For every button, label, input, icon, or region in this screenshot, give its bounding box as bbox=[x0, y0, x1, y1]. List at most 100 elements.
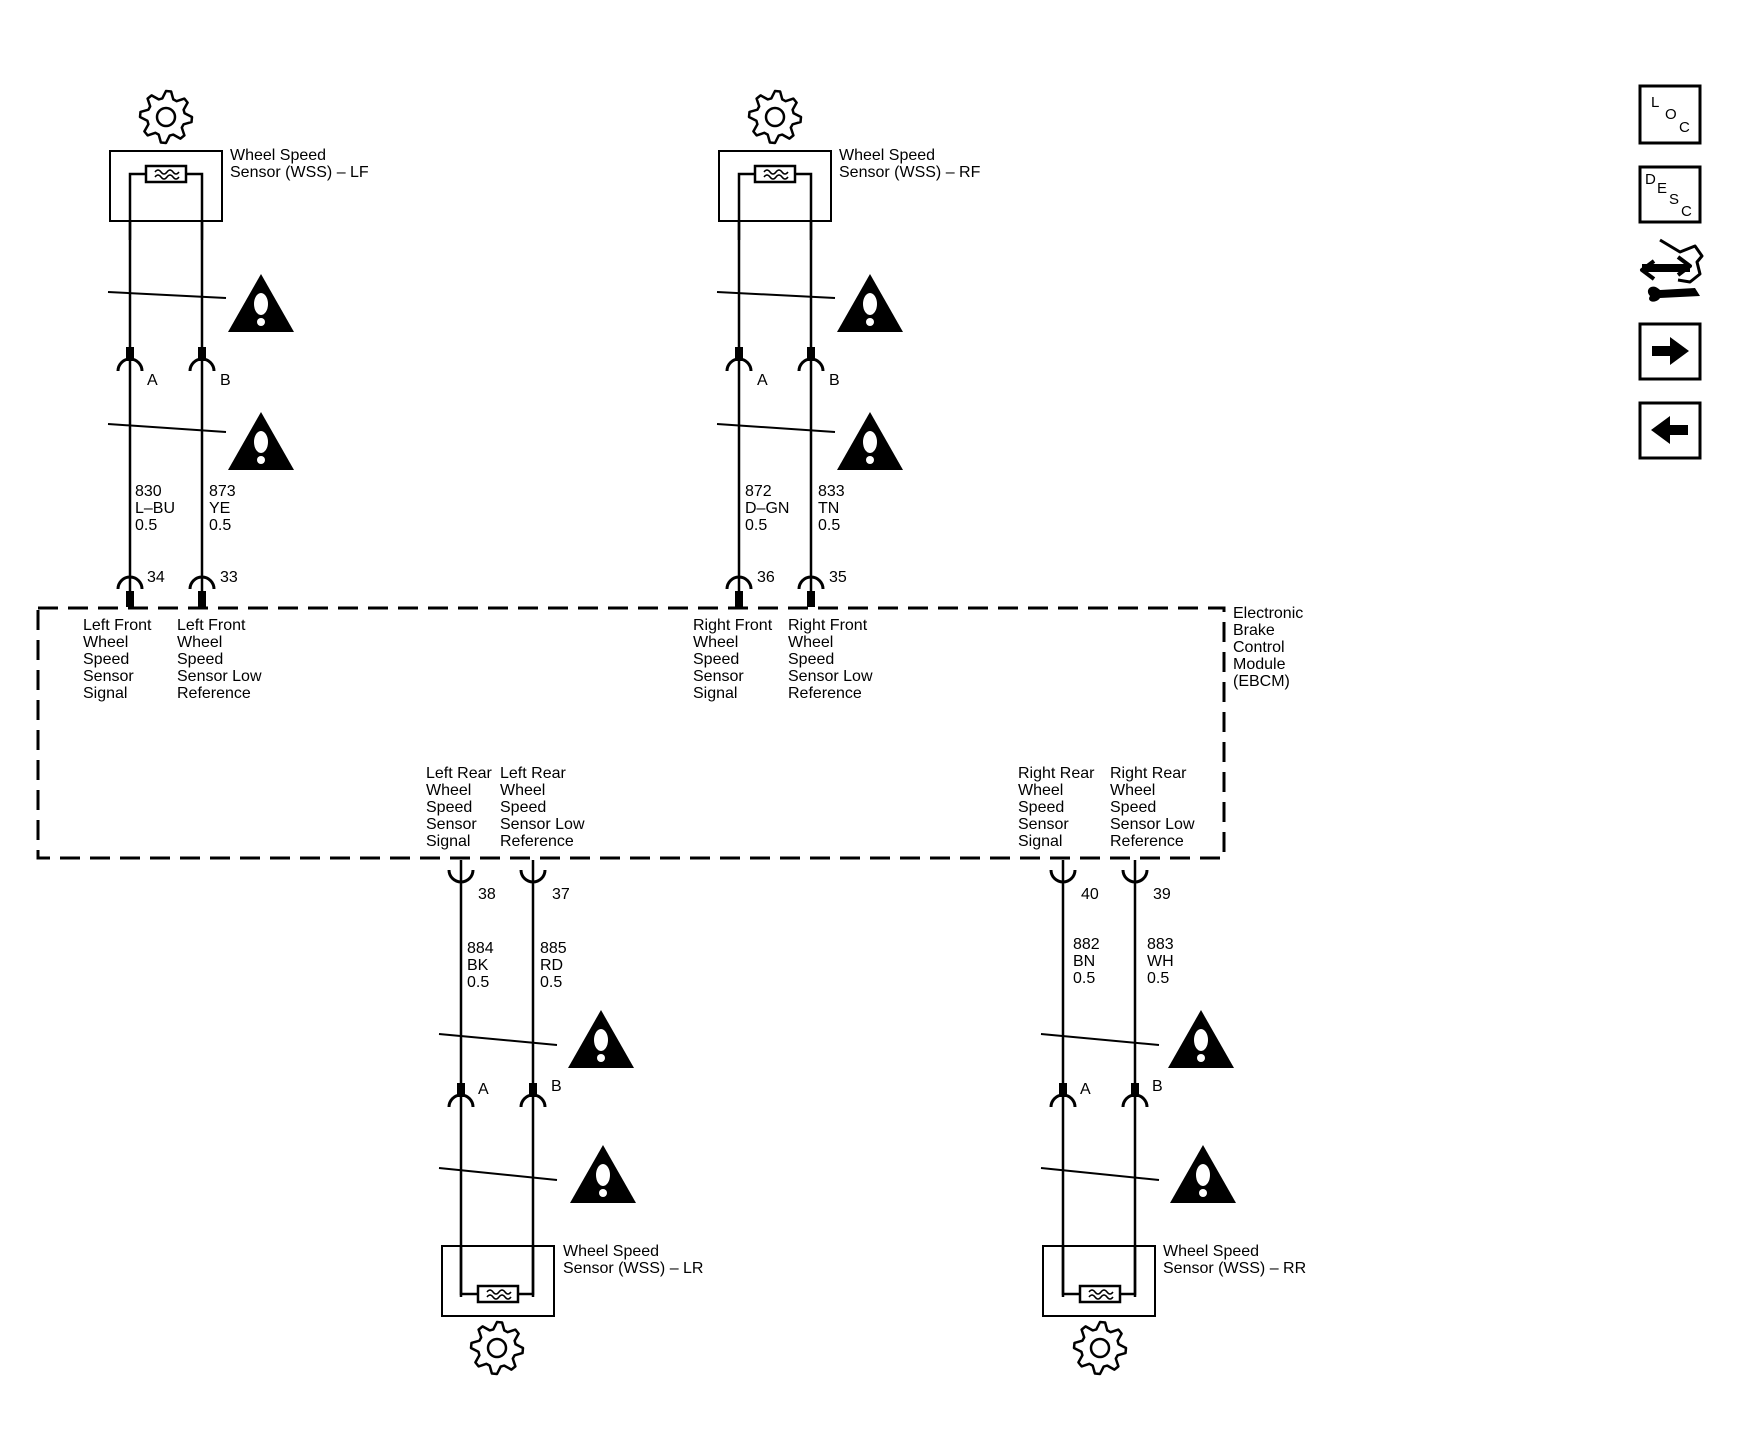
connector-icon bbox=[725, 347, 753, 372]
pin-terminal-icon bbox=[519, 869, 547, 884]
pin-label-lr-low-ref: Left Rear Wheel Speed Sensor Low Referen… bbox=[500, 765, 589, 850]
lf-sensor-box bbox=[109, 150, 223, 222]
pin-label-rr-low-ref: Right Rear Wheel Speed Sensor Low Refere… bbox=[1110, 765, 1199, 850]
lr-sensor-loop bbox=[459, 1246, 535, 1296]
lf-a-pin-number: 34 bbox=[147, 569, 165, 586]
connector-icon bbox=[1121, 1083, 1149, 1108]
rf-sensor-loop bbox=[737, 172, 813, 240]
rr-a-circuit-info: 882 BN 0.5 bbox=[1073, 936, 1104, 987]
lr-sensor-branch: 38 37 884 BK 0.5 885 RD 0.5 A B Wheel Sp… bbox=[438, 860, 703, 1376]
desc-button-frame bbox=[1638, 165, 1702, 224]
loc-button-frame bbox=[1638, 84, 1702, 145]
sensor-element-icon bbox=[476, 1284, 520, 1304]
pin-labels: Left Front Wheel Speed Sensor Signal Lef… bbox=[83, 617, 1199, 850]
gear-icon bbox=[747, 89, 803, 145]
pin-terminal-icon bbox=[725, 575, 753, 607]
lr-a-pin-number: 38 bbox=[478, 886, 496, 903]
pin-terminal-icon bbox=[1121, 869, 1149, 884]
arrow-left-icon bbox=[1651, 416, 1688, 444]
rr-conn-b-label: B bbox=[1152, 1078, 1163, 1095]
loc-icon: L O C bbox=[1651, 94, 1690, 136]
connector-icon bbox=[188, 347, 216, 372]
rr-b-pin-number: 39 bbox=[1153, 886, 1171, 903]
lf-sensor-loop bbox=[128, 172, 204, 240]
lf-conn-b-label: B bbox=[220, 372, 231, 389]
lr-conn-a-label: A bbox=[478, 1081, 489, 1098]
pin-label-rf-low-ref: Right Front Wheel Speed Sensor Low Refer… bbox=[788, 617, 877, 702]
pin-label-rf-signal: Right Front Wheel Speed Sensor Signal bbox=[693, 617, 777, 702]
rf-sensor-name: Wheel Speed Sensor (WSS) – RF bbox=[839, 147, 981, 181]
sensor-element-icon bbox=[1078, 1284, 1122, 1304]
connector-icon bbox=[1049, 1083, 1077, 1108]
ebcm-box bbox=[36, 606, 1226, 860]
sensor-element-icon bbox=[144, 164, 188, 184]
gear-icon bbox=[1072, 1320, 1128, 1376]
connector-icon bbox=[447, 1083, 475, 1108]
side-toolbar: L O C D E S C bbox=[1638, 84, 1704, 460]
pin-terminal-icon bbox=[447, 869, 475, 884]
lf-break-line-1 bbox=[107, 291, 227, 299]
lr-break-line-1 bbox=[438, 1033, 558, 1046]
connector-icon bbox=[797, 347, 825, 372]
rr-break-line-1 bbox=[1040, 1033, 1160, 1046]
pin-label-lr-signal: Left Rear Wheel Speed Sensor Signal bbox=[426, 765, 496, 850]
connector-icon bbox=[116, 347, 144, 372]
pin-terminal-icon bbox=[188, 575, 216, 607]
pin-terminal-icon bbox=[116, 575, 144, 607]
pin-label-rr-signal: Right Rear Wheel Speed Sensor Signal bbox=[1018, 765, 1099, 850]
lr-sensor-box bbox=[441, 1245, 555, 1317]
rf-break-line-1 bbox=[716, 291, 836, 299]
rr-break-line-2 bbox=[1040, 1167, 1160, 1181]
pin-terminal-icon bbox=[797, 575, 825, 607]
pin-terminal-icon bbox=[1049, 869, 1077, 884]
warning-icon bbox=[837, 274, 903, 332]
rf-b-circuit-info: 833 TN 0.5 bbox=[818, 483, 849, 534]
lf-break-line-2 bbox=[107, 423, 227, 433]
rr-b-circuit-info: 883 WH 0.5 bbox=[1147, 936, 1178, 987]
gear-icon bbox=[138, 89, 194, 145]
rr-sensor-box bbox=[1042, 1245, 1156, 1317]
rr-sensor-loop bbox=[1061, 1246, 1137, 1296]
lf-sensor-name: Wheel Speed Sensor (WSS) – LF bbox=[230, 147, 369, 181]
rr-sensor-branch: 40 39 882 BN 0.5 883 WH 0.5 A B Wheel Sp… bbox=[1040, 860, 1306, 1376]
lr-b-circuit-info: 885 RD 0.5 bbox=[540, 940, 571, 991]
warning-icon bbox=[570, 1145, 636, 1203]
warning-icon bbox=[568, 1010, 634, 1068]
rf-a-circuit-info: 872 D–GN 0.5 bbox=[745, 483, 794, 534]
lf-sensor-branch: Wheel Speed Sensor (WSS) – LF A B 830 L–… bbox=[107, 89, 369, 607]
warning-icon bbox=[1168, 1010, 1234, 1068]
warning-icon bbox=[228, 412, 294, 470]
lf-b-circuit-info: 873 YE 0.5 bbox=[209, 483, 240, 534]
rr-a-pin-number: 40 bbox=[1081, 886, 1099, 903]
rf-sensor-box bbox=[718, 150, 832, 222]
prev-button[interactable] bbox=[1638, 401, 1702, 460]
rf-sensor-branch: Wheel Speed Sensor (WSS) – RF A B 872 D–… bbox=[716, 89, 981, 607]
rf-break-line-2 bbox=[716, 423, 836, 433]
rf-b-pin-number: 35 bbox=[829, 569, 847, 586]
pin-label-lf-signal: Left Front Wheel Speed Sensor Signal bbox=[83, 617, 156, 702]
lr-sensor-name: Wheel Speed Sensor (WSS) – LR bbox=[563, 1243, 703, 1277]
arrow-right-icon bbox=[1652, 337, 1689, 365]
pin-label-lf-low-ref: Left Front Wheel Speed Sensor Low Refere… bbox=[177, 617, 266, 702]
gear-icon bbox=[469, 1320, 525, 1376]
lr-conn-b-label: B bbox=[551, 1078, 562, 1095]
ebcm-label: Electronic Brake Control Module (EBCM) bbox=[1233, 605, 1308, 690]
connector-wrench-icon bbox=[1640, 238, 1704, 302]
next-button[interactable] bbox=[1638, 322, 1702, 381]
rr-conn-a-label: A bbox=[1080, 1081, 1091, 1098]
sensor-element-icon bbox=[753, 164, 797, 184]
lf-b-pin-number: 33 bbox=[220, 569, 238, 586]
warning-icon bbox=[228, 274, 294, 332]
connector-button[interactable] bbox=[1640, 238, 1704, 302]
desc-button[interactable]: D E S C bbox=[1638, 165, 1702, 224]
loc-button[interactable]: L O C bbox=[1638, 84, 1702, 145]
lf-conn-a-label: A bbox=[147, 372, 158, 389]
lr-a-circuit-info: 884 BK 0.5 bbox=[467, 940, 498, 991]
rr-sensor-name: Wheel Speed Sensor (WSS) – RR bbox=[1163, 1243, 1306, 1277]
desc-icon: D E S C bbox=[1645, 171, 1692, 220]
lf-a-circuit-info: 830 L–BU 0.5 bbox=[135, 483, 179, 534]
warning-icon bbox=[837, 412, 903, 470]
warning-icon bbox=[1170, 1145, 1236, 1203]
rf-a-pin-number: 36 bbox=[757, 569, 775, 586]
